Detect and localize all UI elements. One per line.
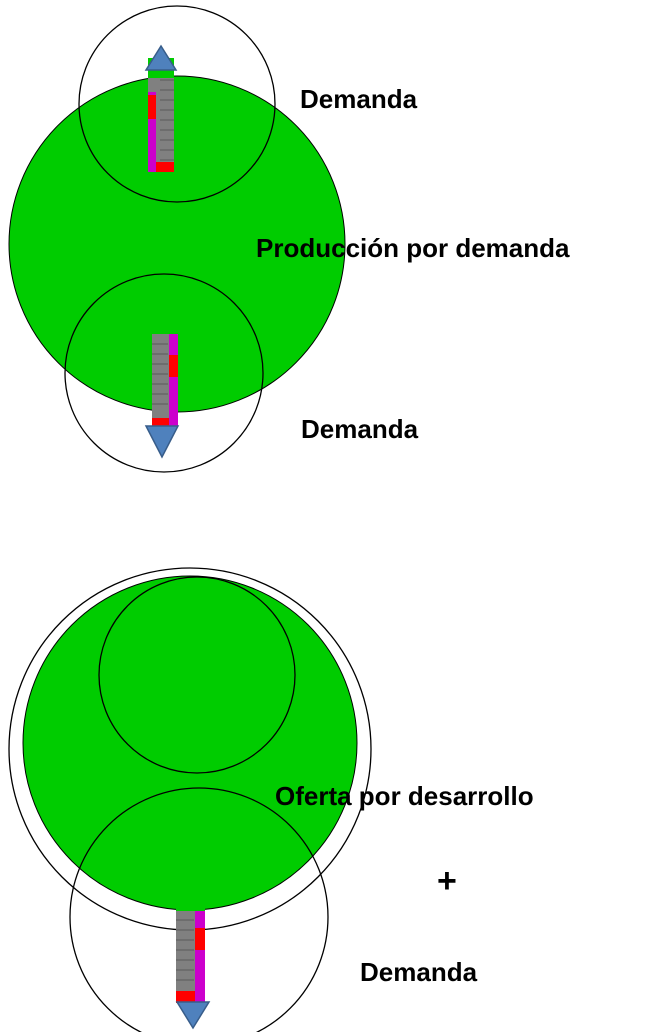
arrow-up-icon <box>144 44 178 71</box>
production-diagram: Demanda Producción por demanda Demanda <box>8 5 570 473</box>
offer-green-circle <box>22 575 358 911</box>
arrow-down-icon <box>175 1001 211 1030</box>
bottom-stock-bar <box>175 903 211 1030</box>
middle-stock-bar <box>144 326 180 459</box>
bottom-demand-label: Demanda <box>360 957 478 987</box>
offer-diagram: Oferta por desarrollo + Demanda <box>8 567 534 1032</box>
middle-demand-label: Demanda <box>301 414 419 444</box>
plus-sign-label: + <box>437 862 457 900</box>
arrow-down-icon <box>144 425 180 459</box>
middle-demand-circle <box>64 273 264 473</box>
top-demand-circle <box>78 5 276 203</box>
production-by-demand-label: Producción por demanda <box>256 233 570 263</box>
top-demand-label: Demanda <box>300 84 418 114</box>
bottom-demand-circle <box>69 787 329 1032</box>
top-stock-bar <box>144 44 178 172</box>
inner-top-circle <box>98 576 296 774</box>
offer-by-development-label: Oferta por desarrollo <box>275 781 534 811</box>
